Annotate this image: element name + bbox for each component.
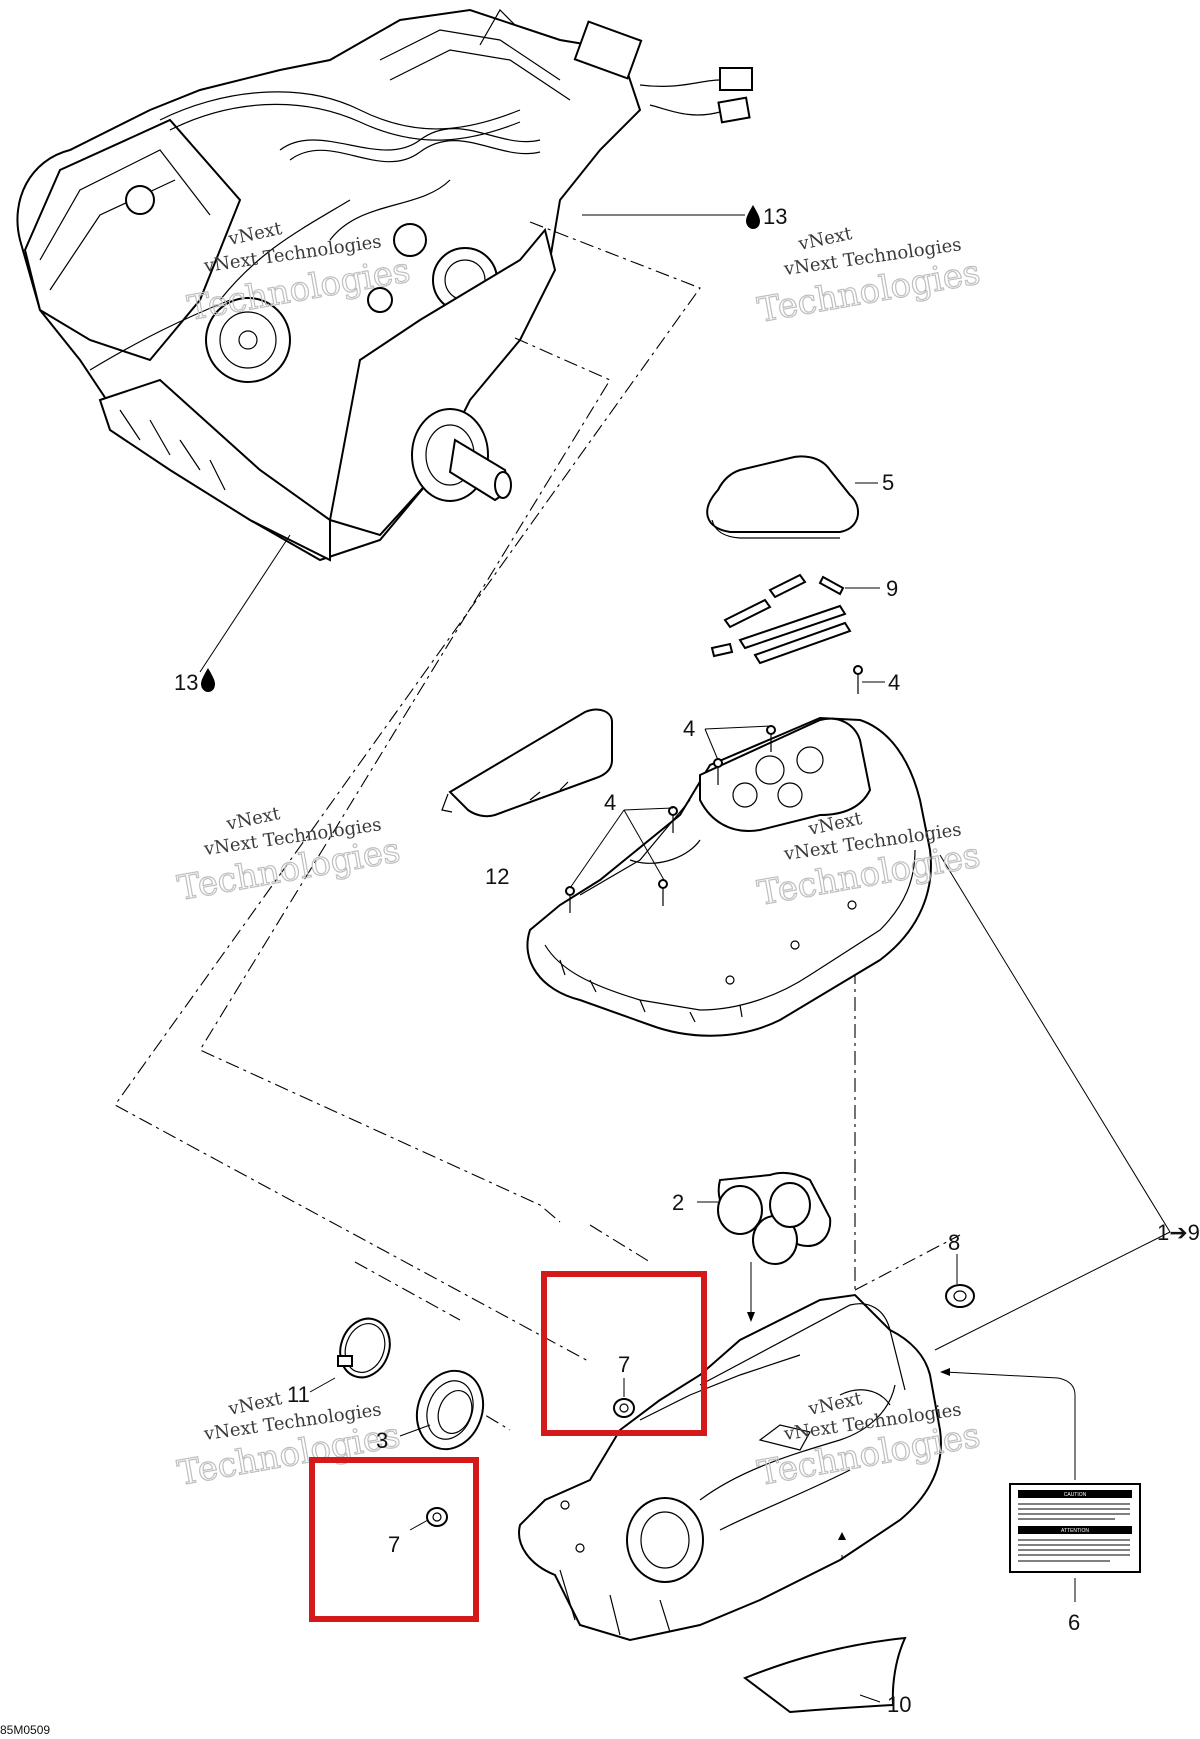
part-6-caution-label: CAUTION ATTENTION	[1009, 1483, 1141, 1573]
part-9-strips	[710, 573, 852, 665]
highlight-box-lower	[309, 1457, 479, 1622]
leader-lines	[199, 214, 1171, 1703]
part-5-pad	[706, 455, 859, 539]
callout-12: 12	[485, 864, 509, 889]
part-10-pad	[742, 1636, 907, 1714]
part-11-clamp	[337, 1317, 391, 1379]
callout-10: 10	[887, 1692, 911, 1717]
watermark-mid-right: vNext vNext Technologies Technologies	[754, 808, 984, 914]
part-3-boot	[415, 1369, 485, 1451]
engine-assembly	[16, 8, 753, 562]
callout-3: 3	[376, 1428, 388, 1453]
callout-13-bottom: 13	[174, 670, 198, 695]
oil-drop-icon	[201, 668, 215, 692]
callout-2: 2	[672, 1190, 684, 1215]
part-7-grommet-upper	[613, 1398, 635, 1418]
callout-4-mid: 4	[683, 716, 695, 741]
highlight-box-upper	[541, 1271, 707, 1436]
callout-7-lower: 7	[388, 1532, 400, 1557]
oil-drop-icon	[746, 205, 760, 229]
callout-9: 9	[886, 576, 898, 601]
watermark-mid-left: vNext vNext Technologies Technologies	[174, 803, 404, 909]
caution-heading: CAUTION	[1064, 1492, 1087, 1498]
upper-housing	[526, 716, 932, 1037]
callout-11: 11	[287, 1382, 310, 1407]
attention-heading: ATTENTION	[1061, 1528, 1089, 1534]
callout-4-left: 4	[604, 790, 616, 815]
callout-7-upper: 7	[618, 1352, 630, 1377]
callout-4-top-right: 4	[888, 670, 900, 695]
lower-housing	[518, 1293, 942, 1642]
part-4-screws	[565, 665, 863, 913]
figure-id: 85M0509	[0, 1723, 50, 1737]
callout-6: 6	[1068, 1610, 1080, 1635]
watermark-top-right: vNext vNext Technologies Technologies	[754, 223, 984, 331]
callout-1-9: 1➔9	[1157, 1220, 1200, 1245]
callout-labels: 13 13 5 9 4 4 4 12 2 1➔9 8 7 11 3 7 6 10	[174, 204, 1200, 1717]
callout-5: 5	[882, 470, 894, 495]
part-8-grommet	[945, 1284, 975, 1308]
part-7-grommet-lower	[426, 1507, 448, 1527]
part-2-boot	[717, 1171, 832, 1265]
part-12-plate	[441, 708, 613, 818]
callout-8: 8	[948, 1230, 960, 1255]
callout-13-top: 13	[763, 204, 787, 229]
